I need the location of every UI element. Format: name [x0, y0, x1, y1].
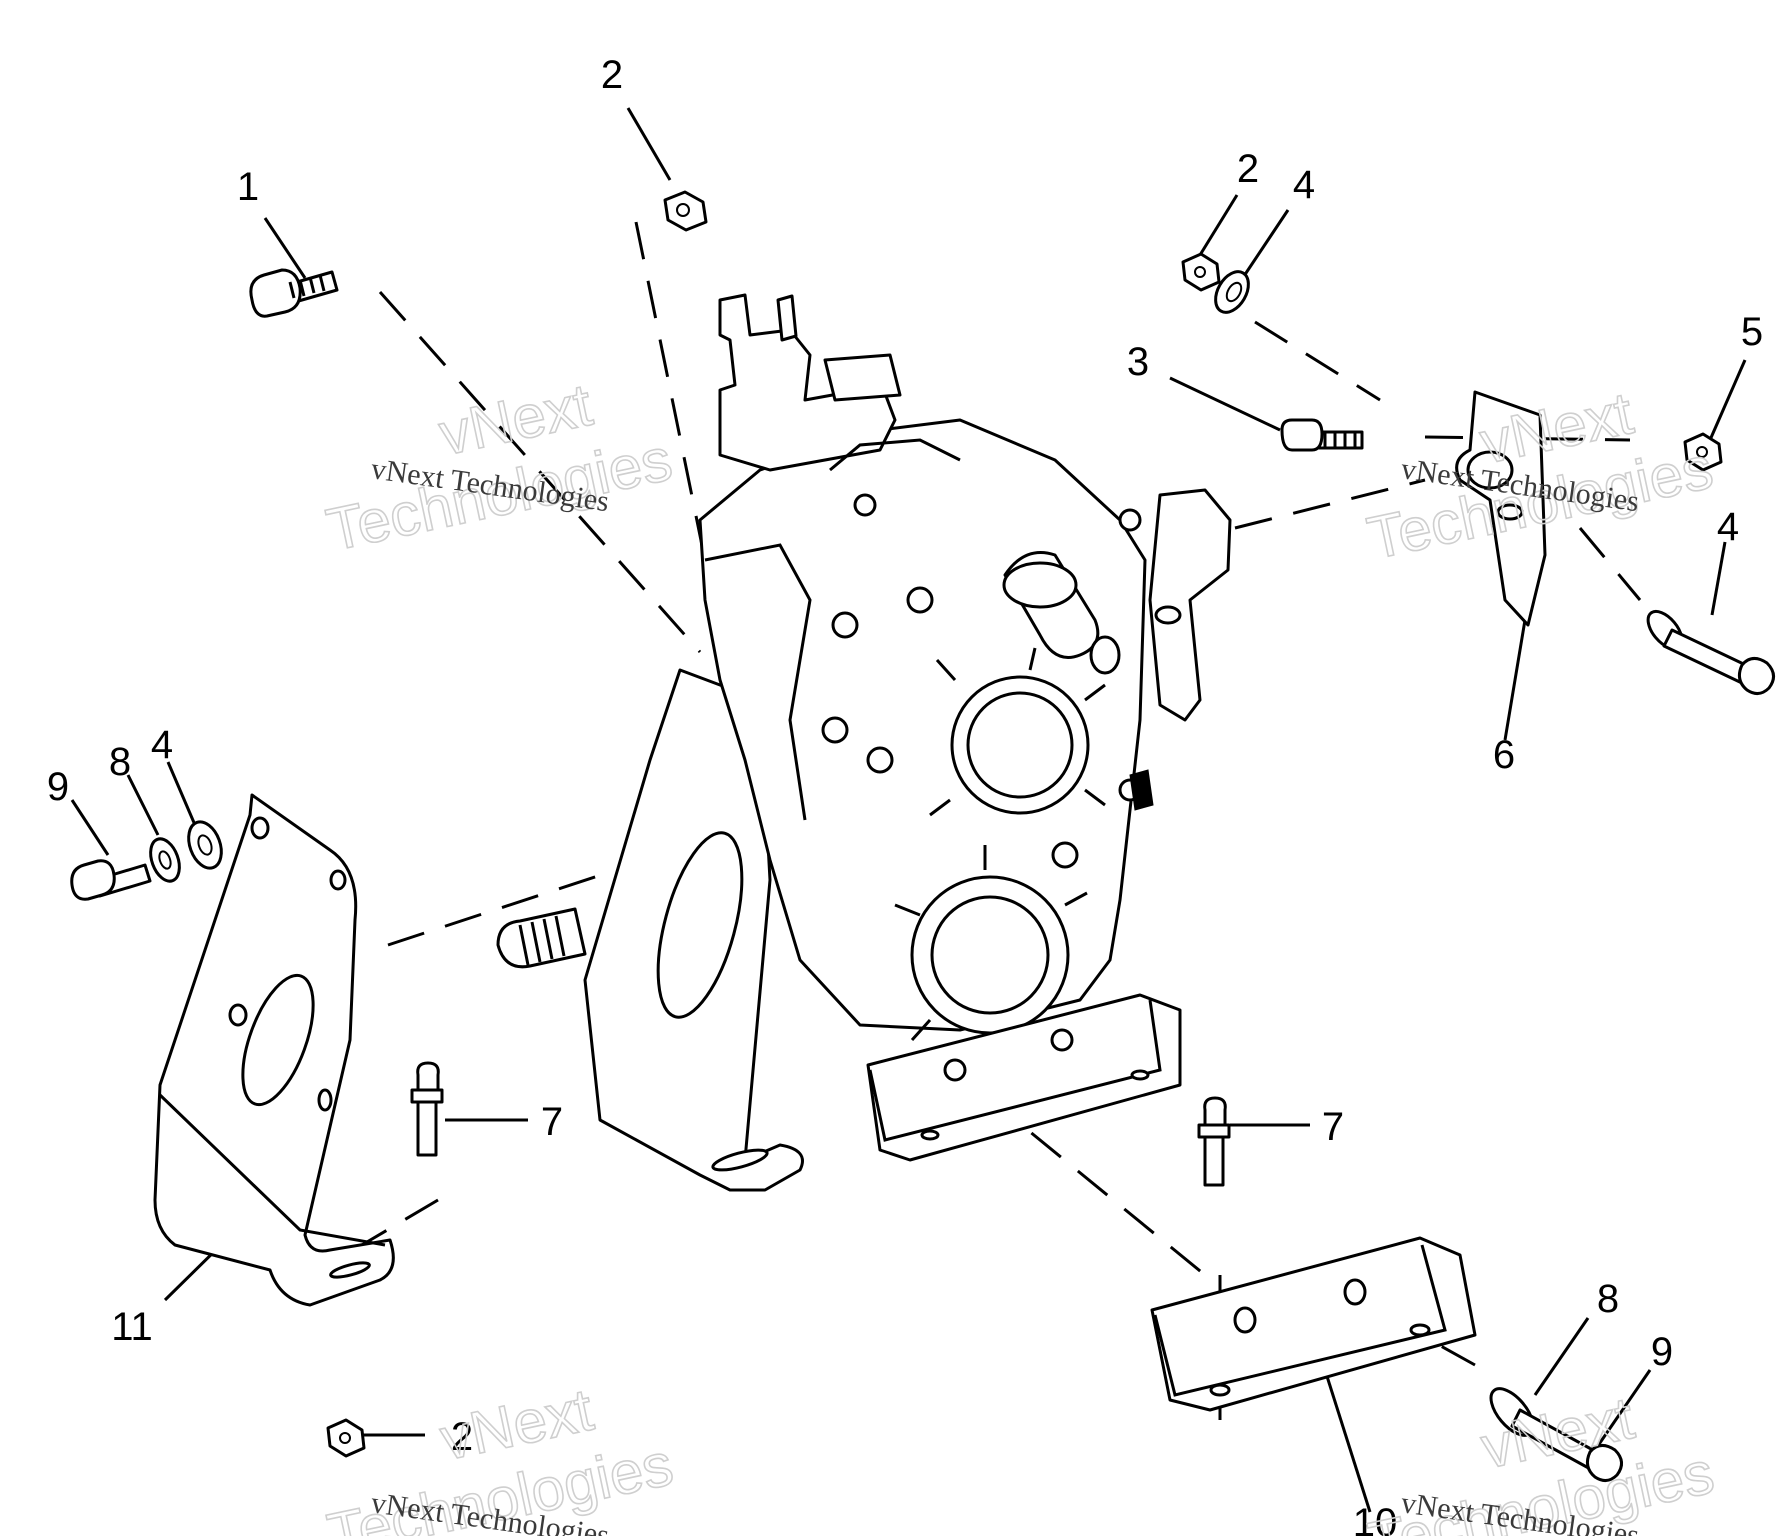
callout-10: 10: [1353, 1501, 1398, 1536]
callout-4-top: 4: [1293, 163, 1315, 207]
callout-7-right: 7: [1322, 1105, 1344, 1149]
bolt-1-icon: [249, 268, 339, 318]
washer-4-top-icon: [1214, 270, 1250, 314]
callout-11: 11: [111, 1305, 153, 1349]
bracket-6-icon: [1455, 390, 1547, 627]
callout-2-bottom: 2: [451, 1415, 473, 1459]
callout-6: 6: [1493, 733, 1515, 777]
callout-labels: 1 2 2 4 3 5 4 6 9 8 4 7 7 11 2 10 8 9: [47, 53, 1763, 1536]
callout-3: 3: [1127, 340, 1149, 384]
nut-2-bottom-icon: [326, 1418, 366, 1458]
nut-2-top-icon: [663, 190, 708, 232]
washer-4-left-icon: [187, 820, 223, 870]
callout-8-bottom: 8: [1597, 1277, 1619, 1321]
callout-7-left: 7: [541, 1100, 563, 1144]
callout-9-left: 9: [47, 765, 69, 809]
bolt-4-right-icon: [1646, 609, 1775, 695]
bolt-7-right-icon: [1197, 1096, 1231, 1187]
callout-2-right: 2: [1237, 147, 1259, 191]
leader-lines: [70, 107, 1747, 1513]
gearbox-casing-icon: [583, 293, 1232, 1192]
bolt-8-9-bottom-icon: [1489, 1387, 1623, 1482]
callout-8-left: 8: [109, 740, 131, 784]
bracket-10-icon: [1150, 1236, 1477, 1412]
nut-2-right-icon: [1181, 252, 1221, 292]
callout-4-right: 4: [1717, 505, 1739, 549]
washer-8-left-icon: [149, 837, 181, 883]
callout-2-top: 2: [601, 53, 623, 97]
watermark-top-left: vNext Technologies: [320, 370, 678, 565]
bolt-3-icon: [1280, 418, 1364, 452]
bolt-9-left-icon: [70, 859, 152, 901]
bracket-11-icon: [153, 793, 395, 1307]
callout-4-left: 4: [151, 723, 173, 767]
callout-5: 5: [1741, 310, 1763, 354]
bolt-7-left-icon: [410, 1061, 444, 1157]
callout-1: 1: [237, 165, 259, 209]
nut-5-icon: [1683, 432, 1723, 472]
spline-shaft-icon: [496, 907, 587, 969]
callout-9-bottom: 9: [1651, 1330, 1673, 1374]
